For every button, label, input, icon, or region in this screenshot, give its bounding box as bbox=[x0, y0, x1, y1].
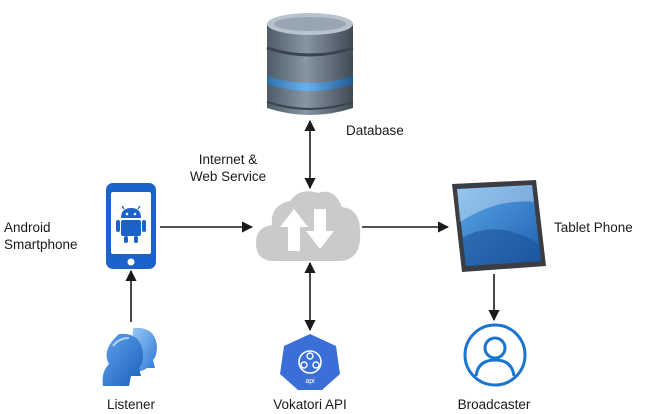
cloud-upload-download-icon bbox=[254, 185, 364, 265]
broadcaster-label: Broadcaster bbox=[457, 397, 531, 412]
api-hexagon-icon: api bbox=[278, 332, 342, 392]
android-smartphone-icon bbox=[105, 182, 157, 270]
tablet-label: Tablet Phone bbox=[554, 220, 633, 235]
internet-label-line2: Web Service bbox=[189, 169, 267, 184]
database-icon bbox=[263, 10, 357, 122]
vokatori-label: Vokatori API bbox=[273, 397, 347, 412]
api-icon-text: api bbox=[305, 378, 315, 385]
user-circle-icon bbox=[462, 322, 528, 388]
android-label-line2: Smartphone bbox=[4, 237, 78, 252]
database-label: Database bbox=[346, 123, 404, 138]
listener-label: Listener bbox=[106, 397, 156, 412]
internet-label-line1: Internet & bbox=[198, 152, 258, 167]
tablet-icon bbox=[448, 178, 548, 274]
android-label-line1: Android bbox=[4, 220, 51, 235]
users-profile-icon bbox=[99, 324, 165, 390]
